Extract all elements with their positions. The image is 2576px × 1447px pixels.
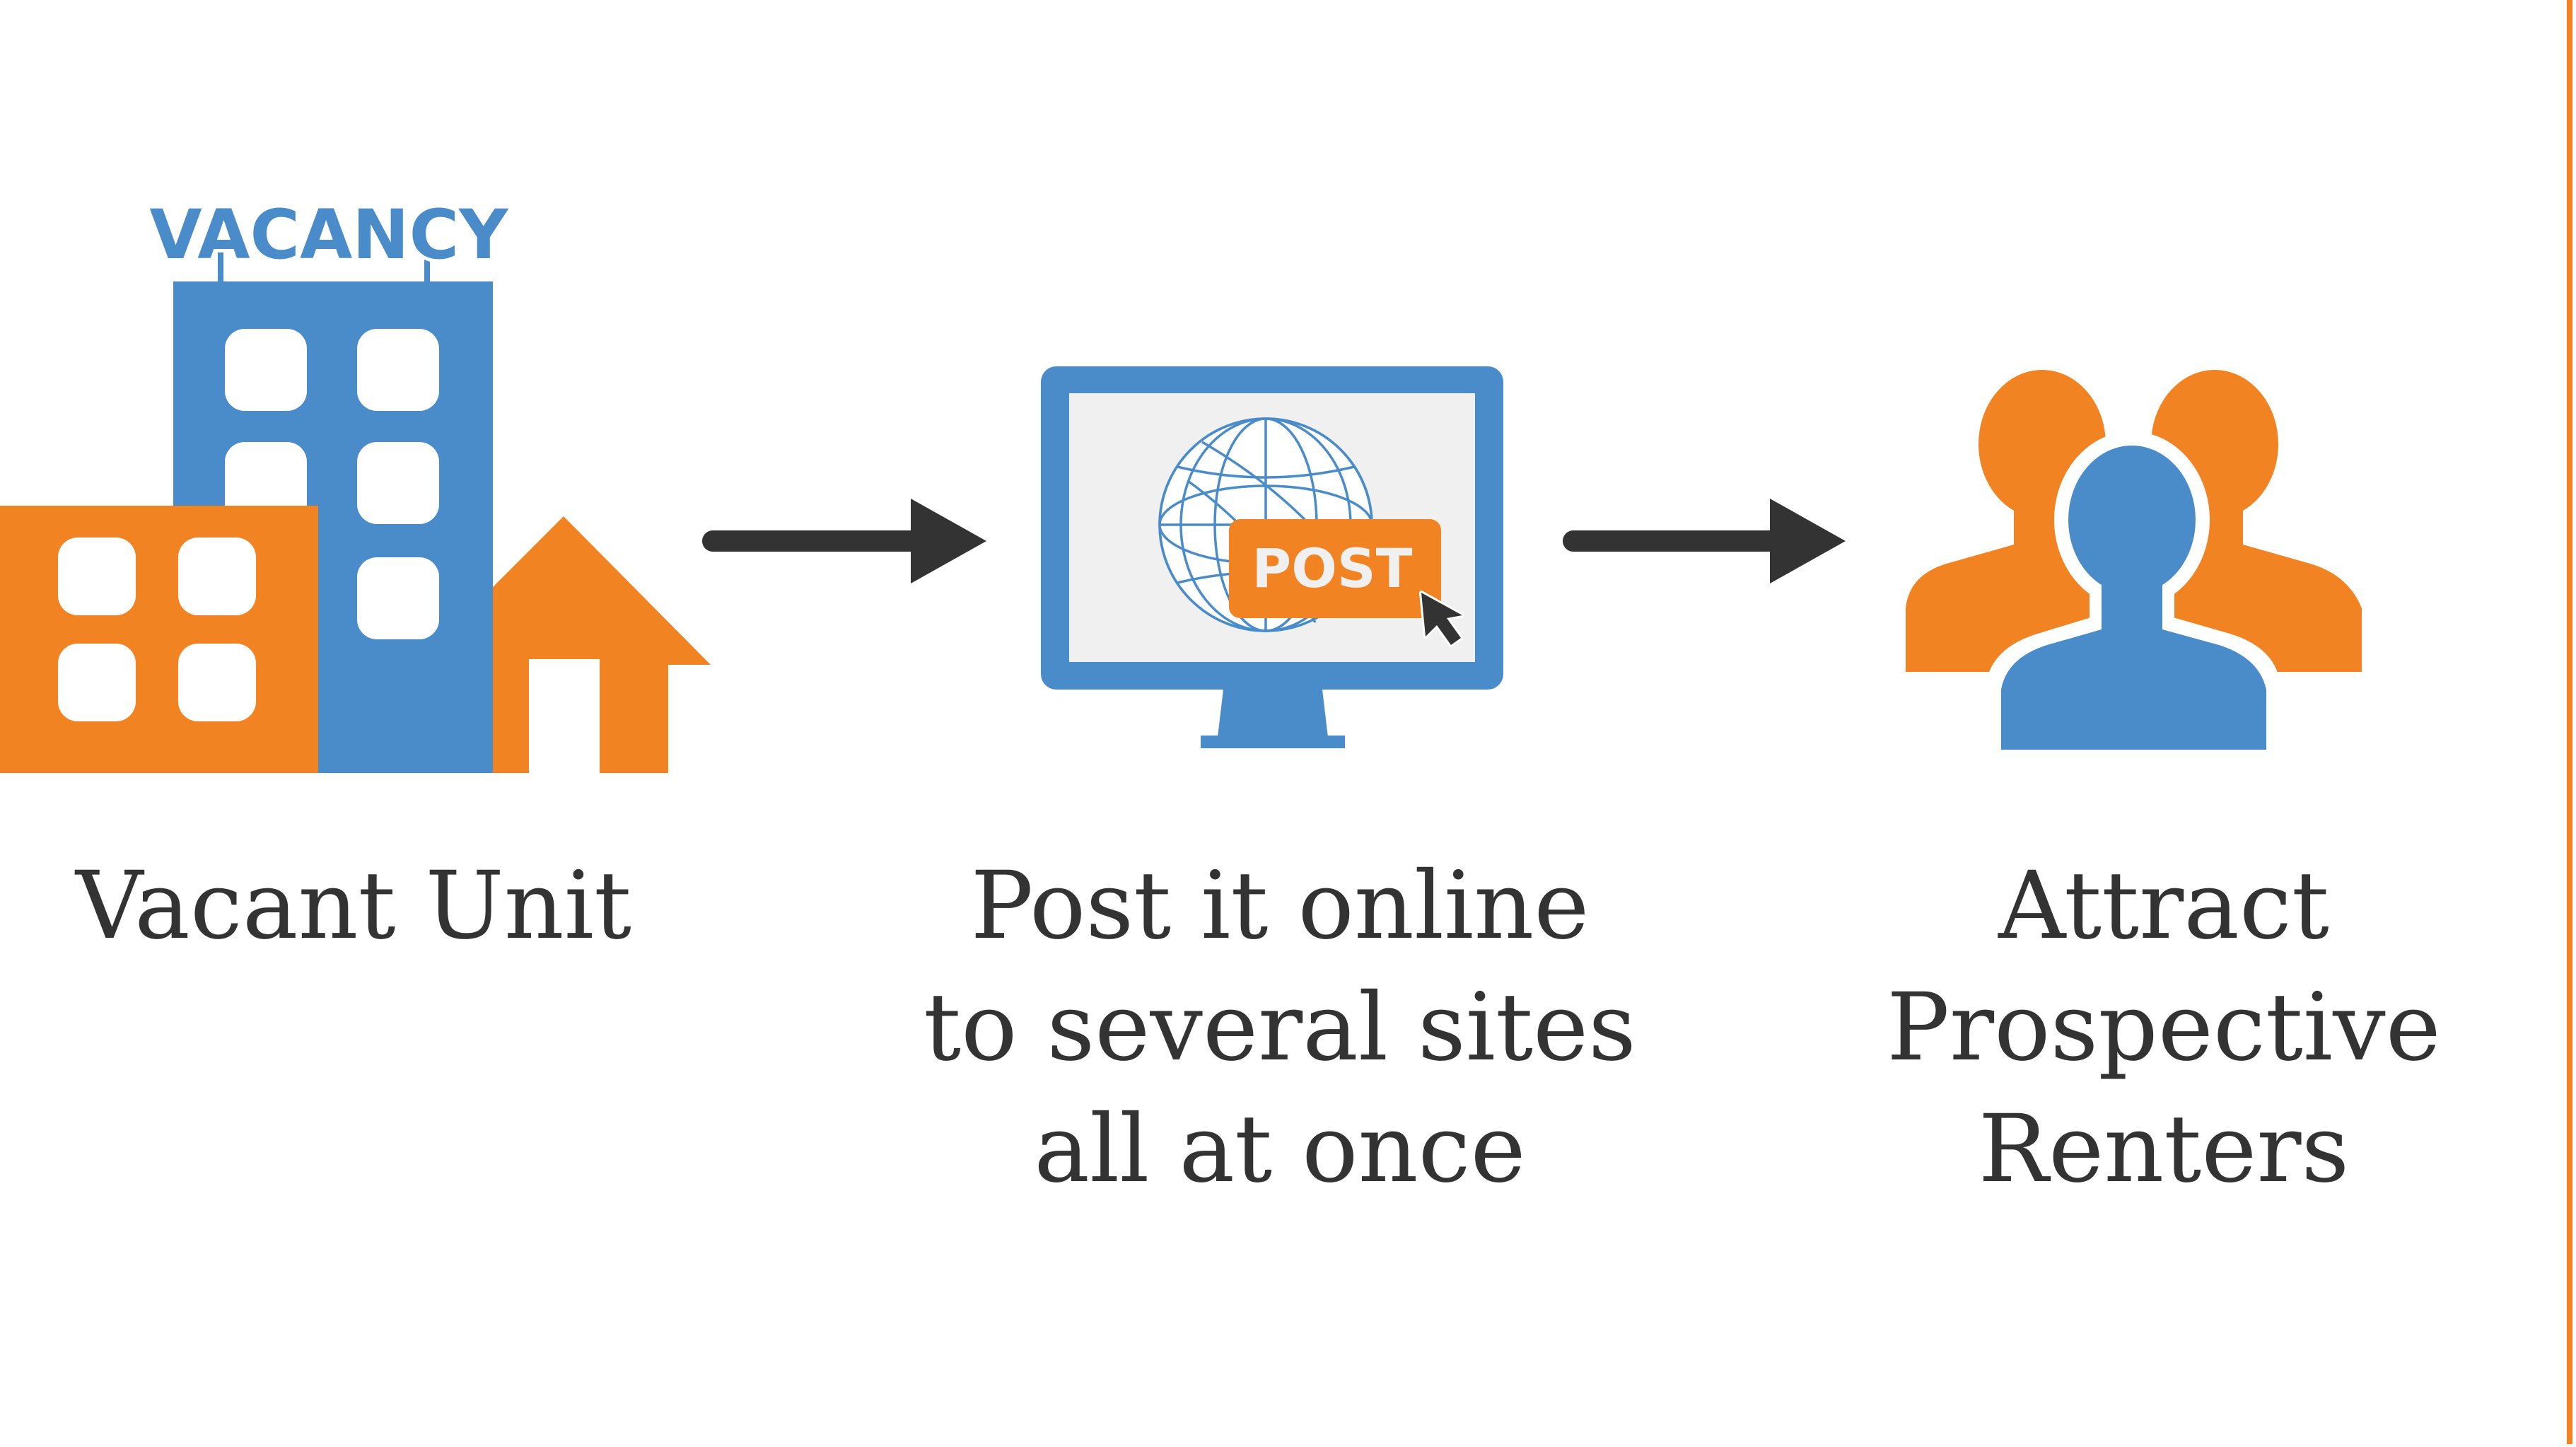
step-caption-attract-renters: Attract Prospective Renters: [1810, 845, 2517, 1210]
caption-line: Renters: [1978, 1095, 2350, 1204]
cursor-icon: [1419, 591, 1464, 647]
caption-line: Attract: [1998, 852, 2329, 960]
caption-line: Post it online: [970, 852, 1590, 960]
house-shape: [493, 516, 711, 773]
low-block: [0, 506, 318, 773]
step-caption-post-online: Post it online to several sites all at o…: [891, 845, 1669, 1210]
caption-line: Vacant Unit: [75, 852, 632, 960]
caption-line: to several sites: [923, 973, 1636, 1082]
person-center-icon: [1986, 431, 2280, 760]
computer-monitor-icon: POST: [1041, 366, 1503, 748]
people-group-icon: [1906, 370, 2362, 760]
step-caption-vacant-unit: Vacant Unit: [42, 845, 665, 967]
vacancy-sign-text: VACANCY: [149, 195, 509, 274]
arrow-right-icon: [702, 499, 986, 583]
caption-line: Prospective: [1887, 973, 2441, 1082]
arrow-right-icon: [1563, 499, 1846, 583]
post-button: POST: [1229, 519, 1441, 618]
building-icon: VACANCY: [0, 192, 711, 773]
post-button-label: POST: [1252, 537, 1413, 600]
caption-line: all at once: [1034, 1095, 1526, 1204]
edge-accent-line: [2567, 0, 2572, 1444]
